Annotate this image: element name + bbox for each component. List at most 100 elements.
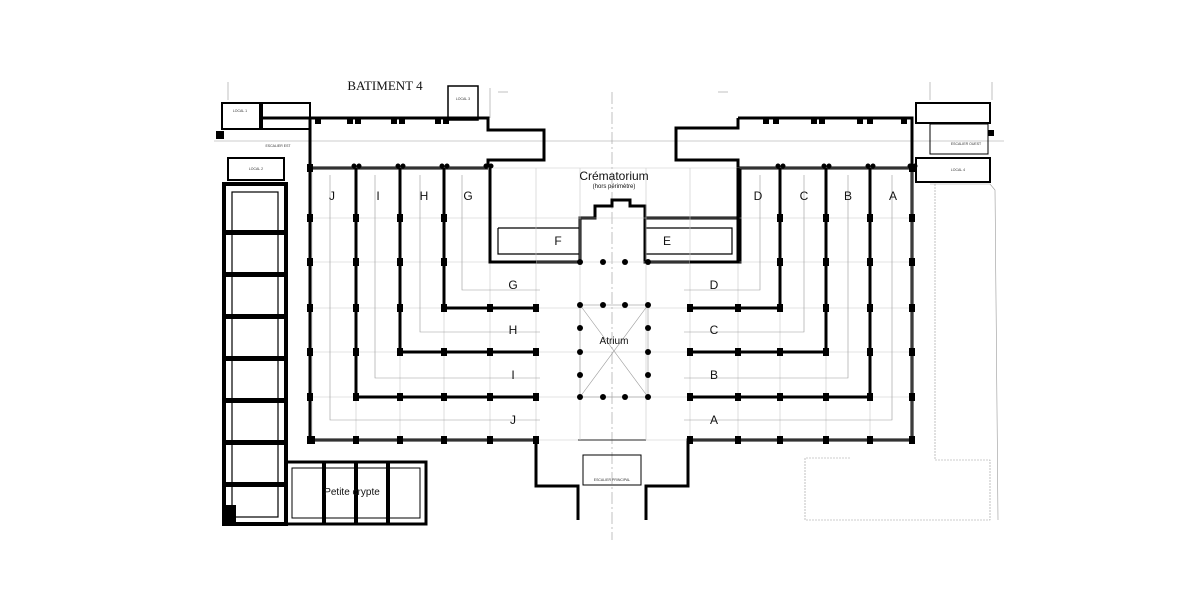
column-post — [821, 163, 827, 169]
column-post — [777, 214, 783, 222]
column-post — [395, 163, 401, 169]
column-post — [483, 163, 489, 169]
column-post — [397, 214, 403, 222]
atrium: Atrium — [577, 259, 651, 400]
atrium-column — [577, 394, 583, 400]
atrium-column — [577, 259, 583, 265]
wing-letter-A-top: A — [889, 189, 897, 203]
column-post — [307, 348, 313, 356]
column-post — [487, 436, 493, 444]
petite-crypte-block: Petite crypte — [284, 460, 428, 526]
escalier-est-label: ESCALIER EST — [265, 144, 291, 148]
atrium-column — [577, 325, 583, 331]
column-post — [307, 304, 313, 312]
column-post — [391, 119, 397, 124]
atrium-label: Atrium — [600, 336, 629, 347]
column-post — [351, 163, 357, 169]
petite-crypte-label: Petite crypte — [324, 487, 380, 498]
column-post — [763, 119, 769, 124]
center-letter-I: I — [511, 368, 514, 382]
wing-letter-B-top: B — [844, 189, 852, 203]
column-rib — [224, 230, 286, 235]
wing-letter-D-top: D — [754, 189, 763, 203]
atrium-column — [645, 325, 651, 331]
center-letter-B: B — [710, 368, 718, 382]
wing-letter-G-top: G — [463, 189, 472, 203]
column-post — [400, 163, 406, 169]
atrium-column — [622, 394, 628, 400]
crypte-rib — [386, 462, 390, 524]
column-post — [909, 304, 915, 312]
center-letter-C: C — [710, 323, 719, 337]
column-post — [735, 348, 741, 356]
column-rib — [224, 482, 286, 487]
context-lines — [214, 82, 1004, 540]
column-post — [399, 119, 405, 124]
column-post — [823, 258, 829, 266]
column-post — [533, 436, 539, 444]
local-left-bottom-label: LOCAL 2 — [249, 167, 263, 171]
column-post — [441, 214, 447, 222]
corridor-offset — [684, 175, 805, 333]
atrium-column — [645, 372, 651, 378]
atrium-column — [600, 259, 606, 265]
corridor-offset — [374, 175, 540, 379]
column-post — [444, 163, 450, 169]
column-rib — [224, 440, 286, 445]
column-post — [353, 304, 359, 312]
top-left-annex: LOCAL 1 LOCAL 2 ESCALIER EST — [216, 102, 311, 181]
atrium-column — [645, 394, 651, 400]
column-post — [867, 393, 873, 401]
column-post — [397, 348, 403, 356]
column-post — [435, 119, 441, 124]
atrium-column — [645, 259, 651, 265]
column-post — [777, 304, 783, 312]
top-center-annex: LOCAL 3 — [447, 85, 479, 121]
column-post — [909, 258, 915, 266]
column-post — [907, 163, 913, 169]
corridor-offset — [684, 175, 849, 379]
top-right-annex: ESCALIER OUEST LOCAL 4 — [915, 102, 994, 183]
column-post — [777, 258, 783, 266]
corridor-offset — [419, 175, 540, 333]
atrium-column — [600, 302, 606, 308]
center-letter-E: E — [663, 234, 671, 248]
column-post — [307, 164, 313, 172]
left-column-wing — [222, 182, 288, 526]
column-post — [355, 119, 361, 124]
column-post — [309, 436, 315, 444]
wing-letter-C-top: C — [800, 189, 809, 203]
column-post — [353, 214, 359, 222]
local-right-label: LOCAL 4 — [951, 168, 965, 172]
local-top-center-label: LOCAL 3 — [456, 97, 470, 101]
wing-letter-J-top: J — [329, 189, 335, 203]
corridor-offset — [329, 175, 540, 421]
column-post — [356, 163, 362, 169]
atrium-column — [577, 349, 583, 355]
center-letter-D: D — [710, 278, 719, 292]
column-post — [867, 436, 873, 444]
crematorium-subtitle: (hors périmètre) — [593, 184, 636, 190]
column-post — [909, 214, 915, 222]
column-post — [775, 163, 781, 169]
column-post — [307, 393, 313, 401]
column-post — [487, 348, 493, 356]
column-post — [397, 393, 403, 401]
wing-letter-I-top: I — [376, 189, 379, 203]
column-post — [826, 163, 832, 169]
column-post — [487, 304, 493, 312]
column-post — [687, 436, 693, 444]
column-post — [823, 436, 829, 444]
column-post — [533, 393, 539, 401]
atrium-column — [577, 302, 583, 308]
column-post — [823, 214, 829, 222]
column-post — [865, 163, 871, 169]
column-post — [443, 119, 449, 124]
column-rib — [224, 356, 286, 361]
column-post — [735, 393, 741, 401]
column-post — [867, 258, 873, 266]
column-post — [909, 348, 915, 356]
column-post — [353, 258, 359, 266]
column-post — [441, 304, 447, 312]
column-post — [867, 214, 873, 222]
